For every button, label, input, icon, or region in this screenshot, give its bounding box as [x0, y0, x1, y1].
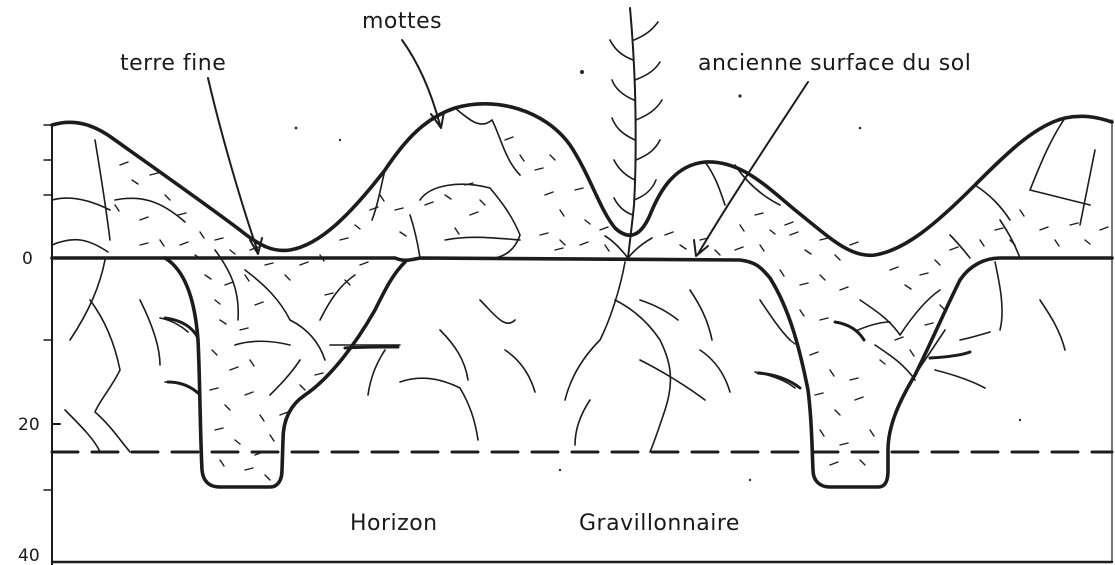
plant-with-roots	[605, 8, 662, 258]
root-stubs	[165, 318, 970, 393]
label-mottes: mottes	[362, 9, 442, 34]
scan-speckles	[295, 70, 1022, 481]
depth-tick-40: 40	[18, 546, 40, 565]
old-soil-surface-line	[52, 258, 770, 278]
root-network	[65, 260, 1065, 452]
depth-tick-20: 20	[18, 415, 40, 435]
label-horizon: Horizon	[350, 511, 438, 536]
ridge-surface-line	[52, 104, 1112, 256]
label-gravillonnaire: Gravillonnaire	[579, 511, 740, 536]
fine-earth-hatching	[115, 137, 1108, 480]
depth-scale: 0 20 40	[18, 125, 60, 565]
label-ancienne-surface-du-sol: ancienne surface du sol	[698, 51, 971, 76]
depth-tick-0: 0	[22, 249, 33, 269]
label-terre-fine: terre fine	[120, 51, 226, 76]
left-trench-outline	[165, 258, 405, 487]
